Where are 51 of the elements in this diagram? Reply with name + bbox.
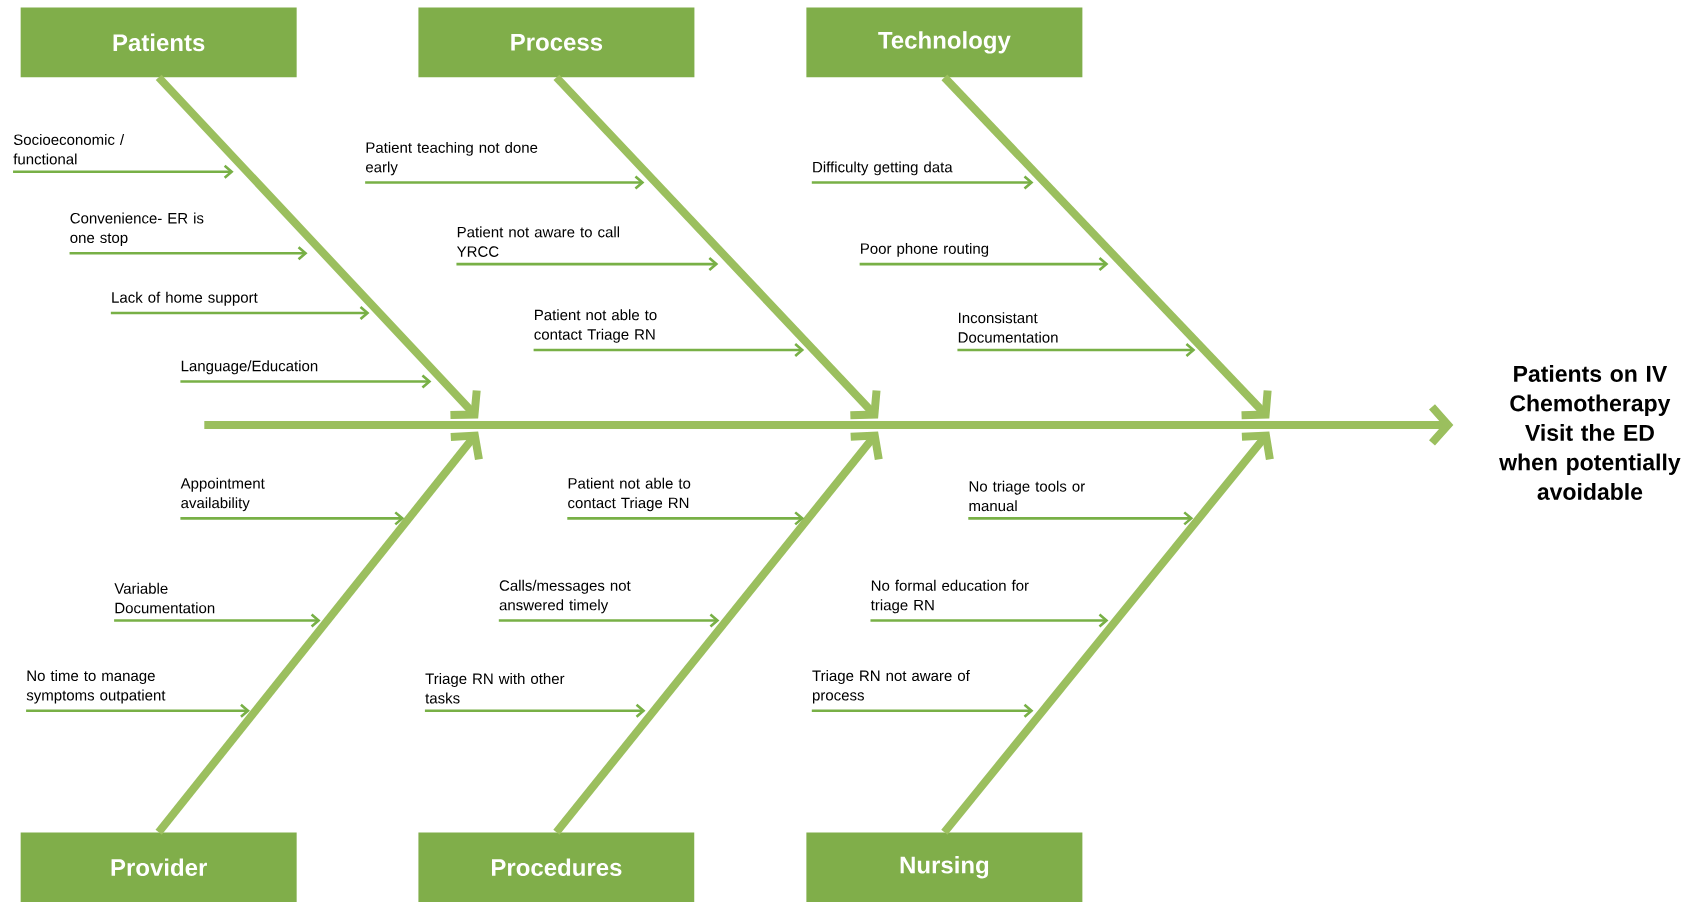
cause-arrow: [424, 703, 646, 718]
cause-text: Lack of home support: [112, 291, 258, 306]
effect-text: Patients on IV Chemotherapy Visit the ED when potentially avoidable: [1499, 365, 1681, 500]
cause-text: Convenience- ER is one stop: [70, 212, 204, 246]
cause-text: Appointment availability: [180, 477, 265, 512]
cause-arrow: [13, 164, 234, 179]
cause-text: Poor phone routing: [861, 242, 989, 257]
cause-arrow: [533, 342, 805, 357]
cause-arrow: [180, 374, 432, 389]
cause-arrow: [567, 511, 805, 526]
fish-bone-arrow: [155, 431, 483, 835]
cause-text: Patient not able to contact Triage RN: [534, 309, 657, 343]
cause-arrow: [456, 257, 719, 272]
fish-bone-arrow: [155, 74, 481, 420]
cause-arrow: [110, 306, 370, 320]
cause-text: Triage RN with other tasks: [425, 673, 565, 704]
cause-text: No triage tools or manual: [969, 480, 1085, 512]
cause-text: No formal education for triage RN: [870, 579, 1029, 614]
cause-text: No time to manage symptoms outpatient: [26, 670, 166, 704]
category-box: Procedures: [418, 832, 695, 902]
category-box: Provider: [20, 832, 297, 902]
category-box: Process: [418, 7, 695, 78]
cause-text: Triage RN not aware of process: [812, 670, 970, 704]
fish-bone-arrow: [941, 431, 1274, 835]
cause-arrow: [180, 511, 405, 526]
category-box: Nursing: [806, 832, 1083, 902]
cause-text: Patient not aware to call YRCC: [456, 226, 619, 257]
fish-bone-arrow: [553, 431, 883, 835]
category-box: Patients: [20, 7, 297, 78]
cause-text: Variable Documentation: [114, 582, 215, 614]
cause-arrow: [365, 175, 645, 190]
cause-arrow: [26, 703, 250, 718]
cause-text: Calls/messages not answered timely: [499, 579, 631, 614]
cause-text: Difficulty getting data: [813, 161, 953, 176]
cause-arrow: [859, 257, 1109, 272]
cause-text: Patient not able to contact Triage RN: [568, 477, 691, 512]
cause-text: Language/Education: [181, 360, 318, 375]
cause-arrow: [69, 246, 308, 261]
cause-arrow: [811, 175, 1034, 190]
cause-arrow: [811, 703, 1034, 718]
cause-arrow: [870, 613, 1109, 628]
cause-arrow: [957, 342, 1196, 357]
fish-bone-arrow: [941, 74, 1272, 420]
cause-arrow: [498, 613, 720, 628]
cause-text: Socioeconomic / functional: [13, 134, 125, 165]
cause-arrow: [114, 613, 321, 628]
cause-text: Inconsistant Documentation: [958, 312, 1058, 343]
fish-bone-arrow: [553, 74, 881, 420]
category-box: Technology: [806, 7, 1083, 78]
cause-text: Patient teaching not done early: [366, 141, 538, 176]
cause-arrow: [968, 511, 1194, 526]
